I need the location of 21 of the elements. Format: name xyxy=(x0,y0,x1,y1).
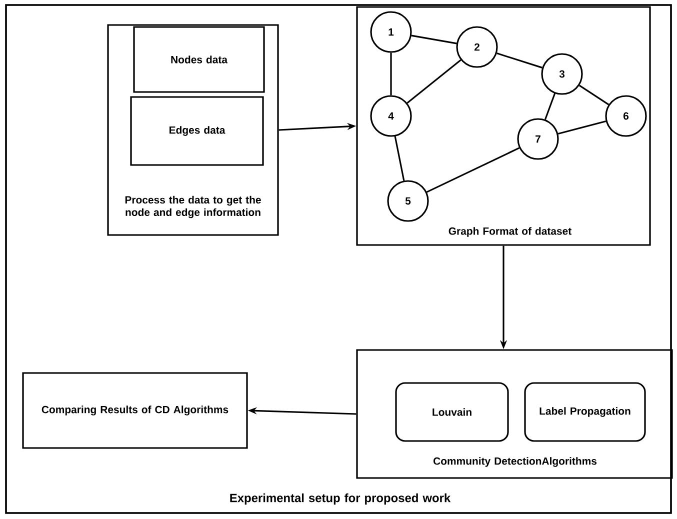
data-box: Edges data xyxy=(130,96,264,166)
algorithm-box: Label Propagation xyxy=(524,382,646,442)
graph-vertex: 3 xyxy=(541,53,583,95)
graph-edge xyxy=(390,52,392,96)
graph-edge xyxy=(544,93,556,120)
graph-edge xyxy=(411,34,457,44)
graph-vertex: 5 xyxy=(387,180,429,222)
graph-edge xyxy=(394,136,405,181)
data-box: Nodes data xyxy=(133,26,265,93)
graph-vertex: 7 xyxy=(517,118,559,160)
graph-vertex: 4 xyxy=(370,95,412,137)
graph-edge xyxy=(426,147,520,193)
graph-vertex: 2 xyxy=(456,26,498,68)
algorithm-box: Louvain xyxy=(395,382,509,442)
graph-vertex: 1 xyxy=(370,11,412,53)
graph-edge xyxy=(558,120,606,134)
graph-edge xyxy=(406,59,462,104)
graph-edge xyxy=(578,84,610,106)
graph-edge xyxy=(496,52,542,68)
graph-vertex: 6 xyxy=(605,95,647,137)
result-box: Comparing Results of CD Algorithms xyxy=(22,372,248,449)
